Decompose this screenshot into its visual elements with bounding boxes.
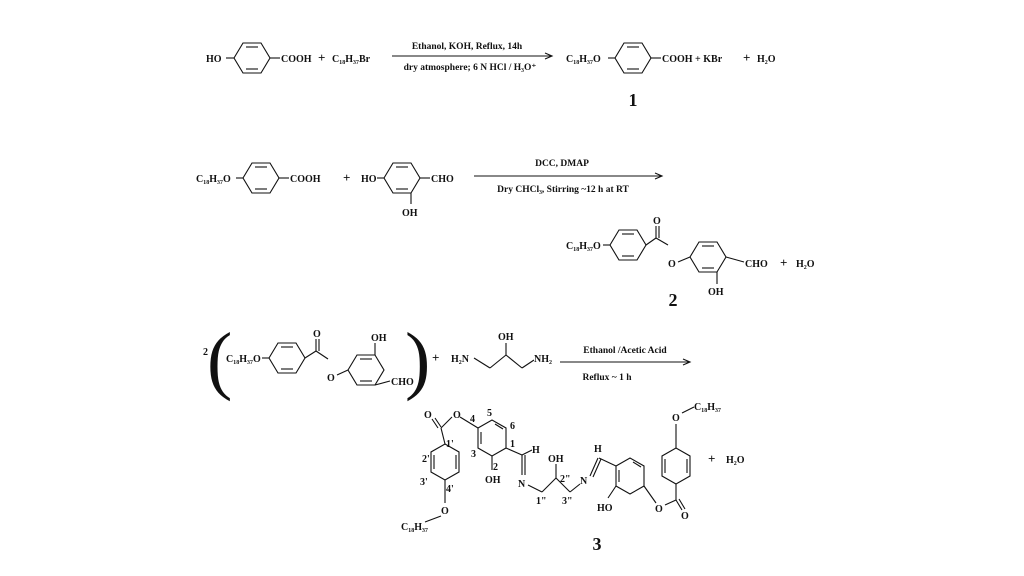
p3-pos-6: 6 (510, 421, 515, 432)
s2-arrow-head (654, 172, 664, 180)
p3-pos-3p: 3' (420, 477, 428, 488)
p3-ring-left-benzoate (430, 443, 460, 481)
s1-arrow-head (544, 52, 554, 60)
s2-product-oh: OH (708, 287, 724, 298)
p3-pos-5: 5 (487, 408, 492, 419)
p3-ester-o-left: O (453, 410, 461, 421)
p3-pos-3pp: 3" (562, 496, 573, 507)
s3-reactant-oh: OH (371, 333, 387, 344)
p3-alkoxy-top: C₁₈H₃₇ (694, 402, 721, 413)
p3-pos-2p: 2' (422, 454, 430, 465)
s3-condition-bottom: Reflux ~ 1 h (582, 373, 632, 383)
s2-reactant-b-oh: OH (402, 208, 418, 219)
s2-ring-a (236, 162, 289, 194)
s3-reactant-ester-o: O (327, 373, 335, 384)
p3-ring-central (477, 419, 507, 457)
s2-reactant-b-cho: CHO (431, 174, 454, 185)
s3-reactant-ring-a (262, 339, 329, 374)
p3-pos-1pp: 1" (536, 496, 547, 507)
p3-h-left: H (532, 445, 540, 456)
s3-left-paren: ( (207, 318, 232, 402)
p3-pos-2: 2 (493, 462, 498, 473)
p3-pos-3: 3 (471, 449, 476, 460)
s3-amine-h2n: H₂N (451, 354, 470, 365)
s3-plus: + (432, 350, 439, 365)
p3-alkoxy-bottom: C₁₈H₃₇ (401, 522, 428, 533)
s1-plus-2: + (743, 50, 750, 65)
step-2: C₁₈H₃₇O COOH + HO CHO OH DCC, DMAP Dry C… (196, 159, 815, 310)
s2-water: H₂O (796, 259, 815, 270)
s3-plus-2: + (708, 451, 715, 466)
p3-pos-2pp: 2" (560, 474, 571, 485)
s3-reactant-alkoxy: C₁₈H₃₇O (226, 354, 261, 365)
s1-reactant-cooh: COOH (281, 54, 312, 65)
s3-amine-oh: OH (498, 332, 514, 343)
s3-reactant-carbonyl-o: O (313, 329, 321, 340)
p3-n-left: N (518, 479, 526, 490)
s2-ring-b (377, 162, 430, 204)
s1-water: H₂O (757, 54, 776, 65)
s1-reactant-ho: HO (206, 54, 222, 65)
s3-condition-top: Ethanol /Acetic Acid (583, 346, 667, 356)
s1-condition-bottom: dry atmosphere; 6 N HCl / H₃O⁺ (404, 63, 537, 73)
s3-amine-nh2: NH₂ (534, 354, 552, 365)
s3-reactant-cho: CHO (391, 377, 414, 388)
p3-oh-left: OH (485, 475, 501, 486)
p3-pos-1p: 1' (446, 439, 454, 450)
s1-plus: + (318, 50, 325, 65)
s3-reactant-ring-b (336, 343, 391, 386)
s2-product-ring-a (603, 226, 669, 261)
s1-product-alkoxy: C₁₈H₃₇O (566, 54, 601, 65)
p3-ring-right-central (615, 457, 645, 495)
s3-arrow-head (682, 358, 692, 366)
p3-oh-right: HO (597, 503, 613, 514)
p3-o-bottom: O (441, 506, 449, 517)
p3-pos-4p: 4' (446, 484, 454, 495)
p3-h-right: H (594, 444, 602, 455)
s2-condition-top: DCC, DMAP (535, 159, 589, 169)
s2-product-ester-o: O (668, 259, 676, 270)
s2-reactant-b-ho: HO (361, 174, 377, 185)
s2-product-ring-b (677, 241, 745, 284)
p3-pos-1: 1 (510, 439, 515, 450)
s3-right-paren: ) (405, 318, 430, 402)
p3-oh-center: OH (548, 454, 564, 465)
p3-carbonyl-o-right: O (681, 511, 689, 522)
s3-coefficient: 2 (203, 347, 208, 358)
p3-pos-4: 4 (470, 414, 475, 425)
s1-reagent: C₁₈H₃₇Br (332, 54, 371, 65)
s2-product-carbonyl-o: O (653, 216, 661, 227)
s1-benzene-ring (226, 42, 280, 74)
p3-n-right: N (580, 476, 588, 487)
s1-condition-top: Ethanol, KOH, Reflux, 14h (412, 42, 523, 52)
s2-compound-label: 2 (669, 290, 678, 310)
s3-water: H₂O (726, 455, 745, 466)
s2-condition-bottom: Dry CHCl₃, Stirring ~12 h at RT (497, 185, 629, 195)
s1-product-cooh-kbr: COOH + KBr (662, 54, 723, 65)
p3-ring-right-benzoate (661, 447, 691, 485)
step-3: 2 ( C₁₈H₃₇O O O OH CHO ) + H₂N (203, 318, 745, 554)
s2-product-alkoxy: C₁₈H₃₇O (566, 241, 601, 252)
p3-ester-o-right: O (655, 504, 663, 515)
s3-amine-chain (473, 343, 535, 369)
s2-reactant-alkoxy: C₁₈H₃₇O (196, 174, 231, 185)
s3-compound-label: 3 (593, 534, 602, 554)
p3-o-top: O (672, 413, 680, 424)
s1-product-ring (608, 42, 661, 74)
s2-product-cho: CHO (745, 259, 768, 270)
s2-reactant-cooh: COOH (290, 174, 321, 185)
p3-carbonyl-o-left: O (424, 410, 432, 421)
s2-plus-2: + (780, 255, 787, 270)
s1-compound-label: 1 (629, 90, 638, 110)
s3-product: O O 1' 2' 3' 4' O C₁₈H₃₇ 4 5 6 1 (401, 402, 721, 533)
s2-plus: + (343, 170, 350, 185)
step-1: HO COOH + C₁₈H₃₇Br Ethanol, KOH, Reflux,… (206, 42, 776, 110)
